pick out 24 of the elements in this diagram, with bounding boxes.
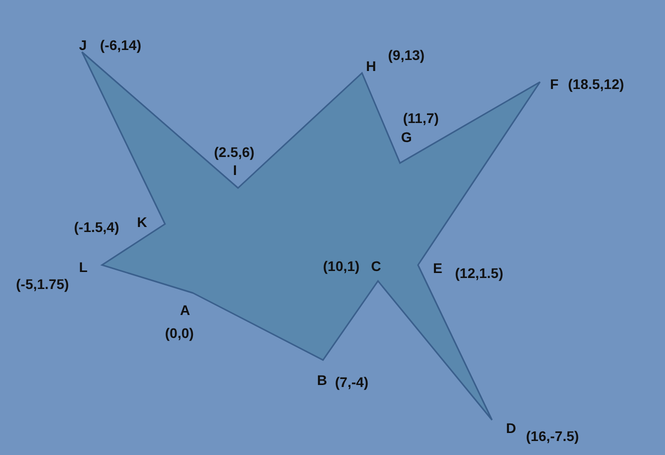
vertex-label: I bbox=[233, 162, 237, 178]
coordinate-label: (-5,1.75) bbox=[16, 276, 69, 292]
vertex-label: C bbox=[371, 258, 382, 274]
coordinate-label: (16,-7.5) bbox=[526, 428, 579, 444]
coordinate-label: (10,1) bbox=[323, 258, 360, 274]
vertex-label: F bbox=[550, 76, 559, 92]
coordinate-label: (0,0) bbox=[165, 325, 194, 341]
vertex-label: H bbox=[366, 58, 376, 74]
coordinate-label: (-6,14) bbox=[100, 37, 142, 53]
coordinate-label: (12,1.5) bbox=[455, 265, 504, 281]
coordinate-label: (18.5,12) bbox=[568, 76, 624, 92]
vertex-label: A bbox=[180, 302, 190, 318]
vertex-label: G bbox=[401, 129, 412, 145]
coordinate-label: (-1.5,4) bbox=[74, 219, 120, 235]
vertex-label: E bbox=[433, 260, 442, 276]
coordinate-label: (7,-4) bbox=[335, 374, 368, 390]
vertex-label: D bbox=[506, 420, 516, 436]
vertex-label: B bbox=[317, 372, 328, 388]
vertex-label: K bbox=[137, 214, 148, 230]
coordinate-label: (9,13) bbox=[388, 47, 425, 63]
coordinate-label: (2.5,6) bbox=[214, 144, 254, 160]
coordinate-label: (11,7) bbox=[403, 110, 439, 126]
vertex-label: L bbox=[79, 259, 88, 275]
vertex-label: J bbox=[79, 37, 87, 53]
